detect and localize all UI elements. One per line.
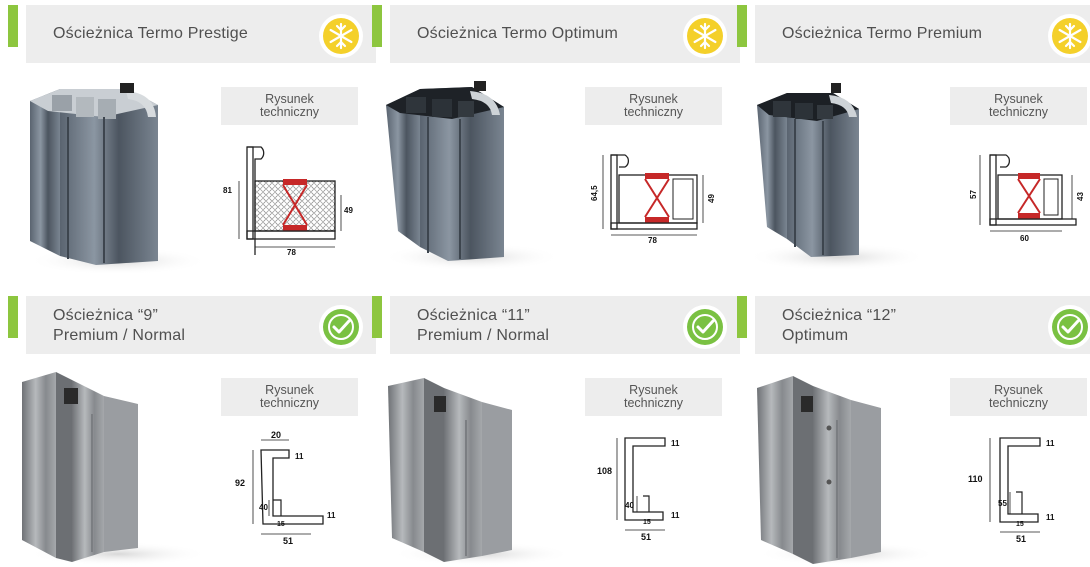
check-circle-icon xyxy=(1048,305,1090,349)
frame-photo xyxy=(747,83,927,271)
check-circle-icon xyxy=(683,305,727,349)
frame-photo xyxy=(388,378,572,566)
card-title: Ościeżnica “11” Premium / Normal xyxy=(417,307,550,344)
dim-label: 15 xyxy=(1016,521,1024,528)
card-header: Ościeżnica Termo Premium xyxy=(737,5,1090,63)
card-header: Ościeżnica Termo Optimum xyxy=(372,5,740,63)
accent-bar xyxy=(372,5,382,47)
check-circle-icon xyxy=(319,305,363,349)
dim-label: 11 xyxy=(1046,513,1055,522)
tech-drawing-label: Rysunek techniczny xyxy=(950,87,1087,125)
accent-bar xyxy=(372,296,382,338)
tech-drawing: 64,5 49 78 xyxy=(590,154,716,245)
accent-bar xyxy=(737,296,747,338)
tech-drawing-label: Rysunek techniczny xyxy=(221,378,358,416)
frame-photo xyxy=(22,372,208,566)
frame-photo xyxy=(28,83,208,275)
dim-label: 51 xyxy=(283,536,293,546)
card-header: Ościeżnica Termo Prestige xyxy=(8,5,376,63)
dim-label: 78 xyxy=(287,248,296,255)
accent-bar xyxy=(8,5,18,47)
snowflake-sun-icon xyxy=(319,14,363,58)
dim-label: 15 xyxy=(643,519,651,526)
tech-drawing: 11 110 55 15 11 51 xyxy=(968,437,1055,544)
tech-drawing: 11 108 40 15 11 51 xyxy=(597,437,680,542)
dim-label: 51 xyxy=(641,532,651,542)
frame-photo xyxy=(757,376,937,566)
tech-drawing-label: Rysunek techniczny xyxy=(585,378,722,416)
dim-label: 11 xyxy=(1046,439,1055,448)
dim-label: 11 xyxy=(327,511,336,520)
card-title: Ościeżnica “12” Optimum xyxy=(782,307,897,344)
dim-label: 110 xyxy=(968,474,983,484)
snowflake-sun-icon xyxy=(683,14,727,58)
card-header: Ościeżnica “9” Premium / Normal xyxy=(8,296,376,354)
dim-label: 11 xyxy=(671,511,680,520)
tech-drawing-label: Rysunek techniczny xyxy=(585,87,722,125)
dim-label: 92 xyxy=(235,478,245,488)
snowflake-sun-icon xyxy=(1048,14,1090,58)
tech-drawing-label: Rysunek techniczny xyxy=(221,87,358,125)
dim-label: 49 xyxy=(344,206,353,215)
card-header: Ościeżnica “12” Optimum xyxy=(737,296,1090,354)
dim-label: 43 xyxy=(1076,192,1085,201)
tech-drawing-label: Rysunek techniczny xyxy=(950,378,1087,416)
card-frame-9: Ościeżnica “9” Premium / Normal Rysunek … xyxy=(8,296,376,567)
dim-label: 11 xyxy=(295,452,304,461)
dim-label: 108 xyxy=(597,466,612,476)
dim-label: 57 xyxy=(969,190,978,199)
accent-bar xyxy=(737,5,747,47)
card-title: Ościeżnica “9” Premium / Normal xyxy=(53,307,186,344)
tech-drawing: 20 11 92 40 15 11 51 xyxy=(235,430,336,546)
dim-label: 60 xyxy=(1020,234,1029,243)
tech-drawing: 81 49 78 xyxy=(223,146,353,255)
dim-label: 15 xyxy=(277,521,285,528)
dim-label: 81 xyxy=(223,186,232,195)
dim-label: 40 xyxy=(259,503,268,512)
card-header: Ościeżnica “11” Premium / Normal xyxy=(372,296,740,354)
dim-label: 11 xyxy=(671,439,680,448)
card-termo-optimum: Ościeżnica Termo Optimum Rysunek technic… xyxy=(372,5,740,277)
card-frame-12: Ościeżnica “12” Optimum Rysunek technicz… xyxy=(737,296,1090,567)
tech-drawing: 57 43 60 xyxy=(969,154,1085,243)
card-frame-11: Ościeżnica “11” Premium / Normal Rysunek… xyxy=(372,296,740,567)
dim-label: 64,5 xyxy=(590,185,599,201)
accent-bar xyxy=(8,296,18,338)
dim-label: 51 xyxy=(1016,534,1026,544)
dim-label: 40 xyxy=(625,501,634,510)
card-title: Ościeżnica Termo Premium xyxy=(782,25,983,42)
card-termo-premium: Ościeżnica Termo Premium Rysunek technic… xyxy=(737,5,1090,277)
card-title: Ościeżnica Termo Prestige xyxy=(53,25,248,42)
card-termo-prestige: Ościeżnica Termo Prestige Rysunek techni… xyxy=(8,5,376,277)
card-title: Ościeżnica Termo Optimum xyxy=(417,25,619,42)
dim-label: 55 xyxy=(998,499,1007,508)
dim-label: 49 xyxy=(707,194,716,203)
dim-label: 78 xyxy=(648,236,657,245)
frame-photo xyxy=(382,81,562,271)
dim-label: 20 xyxy=(271,430,281,440)
